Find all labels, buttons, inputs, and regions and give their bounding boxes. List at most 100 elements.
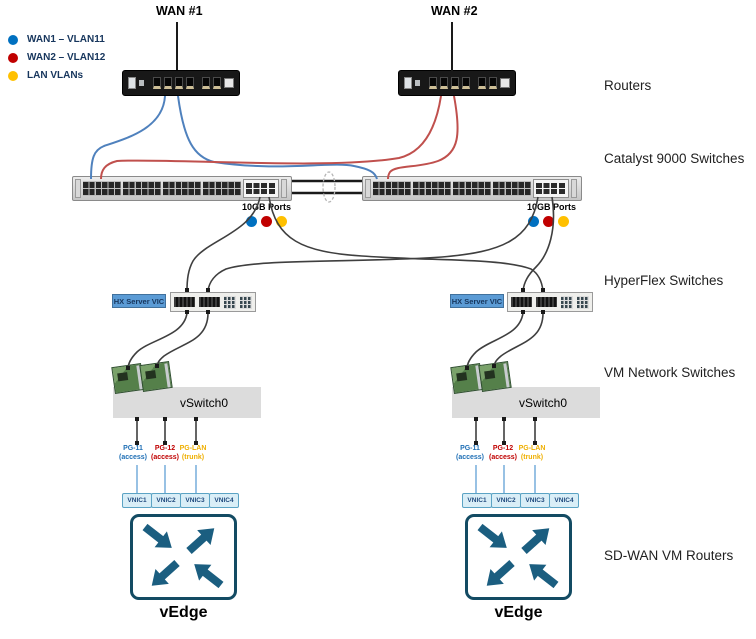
pg-name: PG-12 bbox=[154, 445, 176, 452]
label-routers: Routers bbox=[604, 78, 652, 93]
uplink-module bbox=[243, 179, 279, 198]
vedge-router-icon-right bbox=[465, 514, 572, 600]
pg-mode: (trunk) bbox=[181, 454, 205, 461]
router-port bbox=[163, 77, 172, 89]
port-block bbox=[373, 181, 411, 196]
rack-ear bbox=[571, 179, 577, 198]
router-port bbox=[185, 77, 194, 89]
hx-vic-device-right bbox=[507, 292, 593, 312]
ports-label-left: 10GB Ports bbox=[242, 202, 292, 212]
router-sfp-slot bbox=[224, 78, 235, 88]
wan1-cable-to-switch2 bbox=[177, 95, 378, 180]
blue-port-dot-icon bbox=[528, 216, 539, 227]
wan1-router-device bbox=[122, 70, 240, 96]
router-sfp-slot bbox=[500, 78, 511, 88]
router-port bbox=[478, 77, 487, 89]
wan2-title: WAN #2 bbox=[431, 4, 478, 18]
wan2-cable-to-switch1 bbox=[100, 95, 442, 180]
router-port bbox=[461, 77, 470, 89]
legend-item-wan2: WAN2 – VLAN12 bbox=[8, 52, 105, 63]
router-port bbox=[489, 77, 498, 89]
yellow-port-dot-icon bbox=[558, 216, 569, 227]
vswitch-pg-stubs-left bbox=[136, 419, 197, 443]
legend-item-lan: LAN VLANs bbox=[8, 70, 83, 81]
vswitch0-left: vSwitch0 bbox=[113, 387, 261, 418]
vic-port-grid bbox=[224, 295, 237, 309]
hx-vic-device-left bbox=[170, 292, 256, 312]
red-port-dot-icon bbox=[543, 216, 554, 227]
router-port bbox=[202, 77, 211, 89]
label-vm-network: VM Network Switches bbox=[604, 365, 736, 380]
pglan-label-right: PG-LAN (trunk) bbox=[512, 444, 552, 462]
wan2-vlan12-dot-icon bbox=[8, 52, 18, 63]
pg12-label-left: PG-12 (access) bbox=[145, 444, 185, 462]
yellow-port-dot-icon bbox=[276, 216, 287, 227]
legend-label-wan2: WAN2 – VLAN12 bbox=[27, 52, 106, 63]
port-block bbox=[453, 181, 491, 196]
vic-port bbox=[199, 297, 221, 307]
pg-name: PG-11 bbox=[460, 445, 480, 452]
router-chip bbox=[414, 80, 421, 86]
pg-mode: (access) bbox=[150, 454, 180, 461]
label-sdwan: SD-WAN VM Routers bbox=[604, 548, 734, 563]
pg-vnic-links-left bbox=[136, 465, 197, 493]
pg11-label-right: PG-11 (access) bbox=[450, 444, 490, 462]
wan1-title: WAN #1 bbox=[156, 4, 203, 18]
vic-port bbox=[536, 297, 558, 307]
vic1-to-nic1 bbox=[127, 312, 188, 370]
vnic-row-right: VNIC1 VNIC2 VNIC3 VNIC4 bbox=[462, 493, 579, 508]
port-dots-right bbox=[528, 216, 569, 227]
pg-name: PG-LAN bbox=[518, 445, 546, 452]
vnic3: VNIC3 bbox=[180, 493, 210, 508]
vswitch0-label: vSwitch0 bbox=[179, 395, 229, 410]
vic-port bbox=[174, 297, 196, 307]
router-port bbox=[439, 77, 448, 89]
vic-port bbox=[511, 297, 533, 307]
pg-mode: (access) bbox=[488, 454, 518, 461]
vedge-router-icon-left bbox=[130, 514, 237, 600]
vswitch0-label: vSwitch0 bbox=[518, 395, 568, 410]
vnic4: VNIC4 bbox=[549, 493, 579, 508]
rack-ear bbox=[365, 179, 371, 198]
pglan-label-left: PG-LAN (trunk) bbox=[173, 444, 213, 462]
vedge-label-right: vEdge bbox=[494, 604, 543, 621]
wan1-cable-to-switch1 bbox=[90, 95, 166, 180]
vnic-row-left: VNIC1 VNIC2 VNIC3 VNIC4 bbox=[122, 493, 239, 508]
router-port bbox=[174, 77, 183, 89]
router-port bbox=[450, 77, 459, 89]
router-mgmt-port bbox=[404, 77, 412, 89]
legend-label-wan1: WAN1 – VLAN11 bbox=[27, 34, 105, 45]
port-block bbox=[83, 181, 121, 196]
ports-label-right: 10GB Ports bbox=[527, 202, 577, 212]
legend-item-wan1: WAN1 – VLAN11 bbox=[8, 34, 105, 45]
wan2-router-device bbox=[398, 70, 516, 96]
pg-mode: (trunk) bbox=[520, 454, 544, 461]
nic-card bbox=[478, 361, 512, 392]
router-arrows-icon bbox=[142, 523, 224, 589]
vic2-to-nic1 bbox=[466, 312, 524, 370]
vic2-to-nic2 bbox=[493, 312, 544, 369]
port-block bbox=[203, 181, 241, 196]
router-port bbox=[428, 77, 437, 89]
uplink-sw1-to-vic2 bbox=[268, 196, 544, 292]
port-block bbox=[163, 181, 201, 196]
port-dots-left bbox=[246, 216, 287, 227]
pg-vnic-links-right bbox=[475, 465, 536, 493]
router-port bbox=[213, 77, 222, 89]
pg-name: PG-11 bbox=[123, 445, 143, 452]
red-port-dot-icon bbox=[261, 216, 272, 227]
catalyst-switch-2 bbox=[362, 176, 582, 201]
vedge-label-left: vEdge bbox=[159, 604, 208, 621]
vnic2: VNIC2 bbox=[151, 493, 181, 508]
vic-port-grid bbox=[240, 295, 252, 309]
router-port bbox=[152, 77, 161, 89]
pg-name: PG-LAN bbox=[179, 445, 207, 452]
uplink-module bbox=[533, 179, 569, 198]
vswitch0-right: vSwitch0 bbox=[452, 387, 600, 418]
stack-bundle-ellipse bbox=[322, 171, 336, 203]
vnic3: VNIC3 bbox=[520, 493, 550, 508]
wan2-cable-to-switch2 bbox=[387, 95, 459, 180]
hx-vic-label-right: HX Server VIC bbox=[450, 294, 504, 308]
